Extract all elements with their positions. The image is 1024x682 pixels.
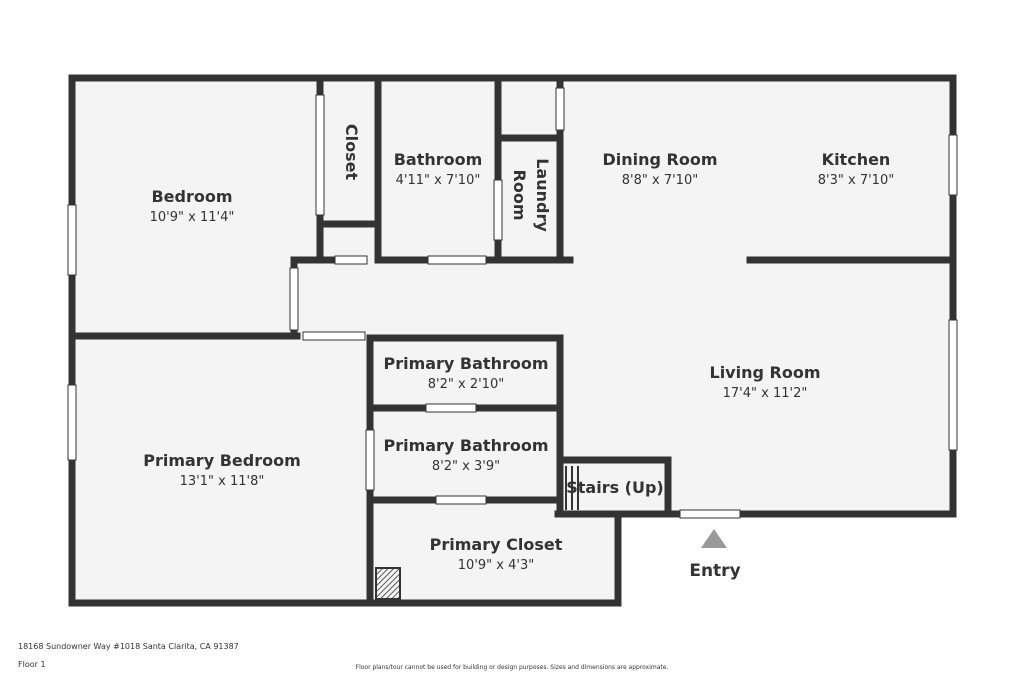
footer-floor: Floor 1: [18, 660, 46, 669]
kitchen-label: Kitchen 8'3" x 7'10": [818, 150, 894, 188]
primary-bedroom-name: Primary Bedroom: [143, 451, 301, 470]
dining-label: Dining Room 8'8" x 7'10": [602, 150, 717, 188]
living-name: Living Room: [710, 363, 821, 382]
footer-address: 18168 Sundowner Way #1018 Santa Clarita,…: [18, 642, 239, 651]
laundry-label: Laundry Room: [510, 158, 552, 232]
footer-disclaimer: Floor plans/tour cannot be used for buil…: [355, 664, 669, 671]
windows: [67, 87, 958, 519]
bathroom-name: Bathroom: [394, 150, 483, 169]
primary-bathroom-2-dims: 8'2" x 3'9": [432, 459, 500, 474]
primary-closet-label: Primary Closet 10'9" x 4'3": [430, 535, 563, 573]
laundry-name-line2: Room: [510, 170, 529, 221]
laundry-name-line1: Laundry: [533, 158, 552, 232]
stair-treads: [565, 466, 579, 510]
dining-dims: 8'8" x 7'10": [622, 173, 698, 188]
bedroom-dims: 10'9" x 11'4": [150, 210, 235, 225]
bedroom-label: Bedroom 10'9" x 11'4": [150, 187, 235, 225]
primary-bathroom-1-name: Primary Bathroom: [383, 354, 548, 373]
primary-closet-dims: 10'9" x 4'3": [458, 558, 534, 573]
bathroom-label: Bathroom 4'11" x 7'10": [394, 150, 483, 188]
closet-name: Closet: [342, 124, 361, 181]
entry-label: Entry: [689, 561, 740, 581]
living-dims: 17'4" x 11'2": [723, 386, 808, 401]
primary-bedroom-dims: 13'1" x 11'8": [180, 474, 265, 489]
bedroom-name: Bedroom: [151, 187, 232, 206]
living-label: Living Room 17'4" x 11'2": [710, 363, 821, 401]
dining-name: Dining Room: [602, 150, 717, 169]
primary-bedroom-label: Primary Bedroom 13'1" x 11'8": [143, 451, 301, 489]
bathroom-dims: 4'11" x 7'10": [396, 173, 481, 188]
kitchen-dims: 8'3" x 7'10": [818, 173, 894, 188]
primary-bathroom-2-label: Primary Bathroom 8'2" x 3'9": [383, 436, 548, 474]
primary-bathroom-2-name: Primary Bathroom: [383, 436, 548, 455]
primary-bathroom-1-label: Primary Bathroom 8'2" x 2'10": [383, 354, 548, 392]
entry-arrow-icon: [701, 529, 727, 548]
primary-bathroom-1-dims: 8'2" x 2'10": [428, 377, 504, 392]
primary-closet-name: Primary Closet: [430, 535, 563, 554]
stairs-name: Stairs (Up): [566, 478, 664, 497]
utility-hatch: [375, 567, 401, 600]
kitchen-name: Kitchen: [822, 150, 891, 169]
